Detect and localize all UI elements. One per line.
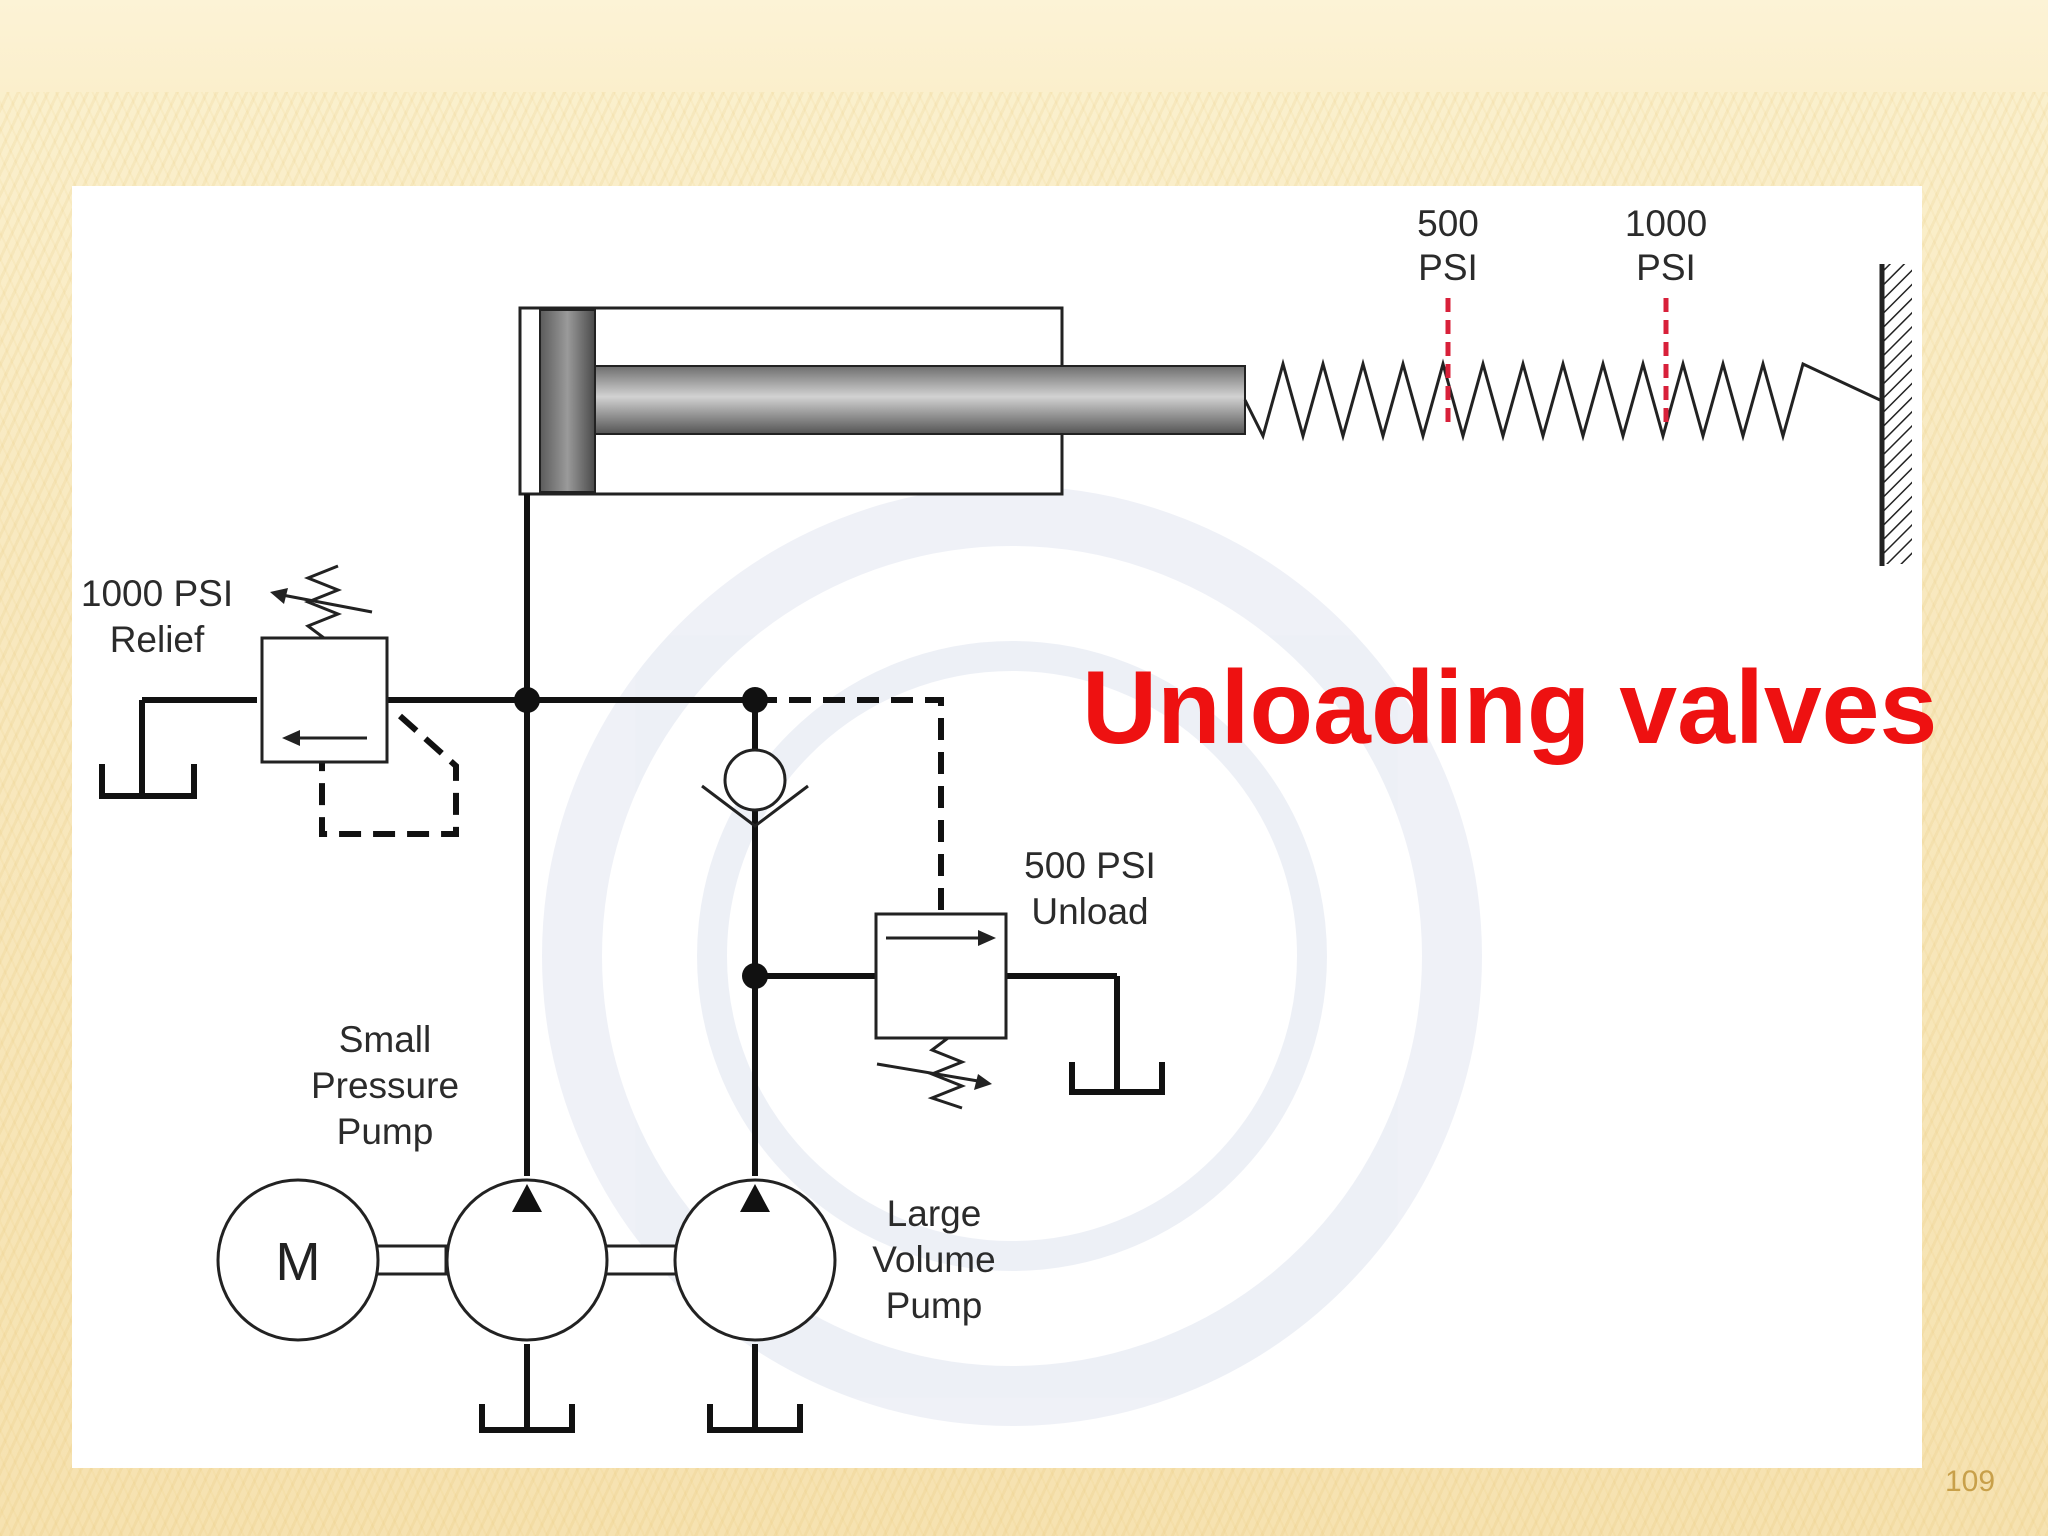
- small-pump-label-line2: Pressure: [311, 1065, 459, 1106]
- slide-top-band: [0, 0, 2048, 92]
- page-number: 109: [1944, 1465, 1996, 1498]
- slide-title: Unloading valves: [1082, 650, 1938, 766]
- spring-mark-500: 500 PSI: [1417, 203, 1479, 426]
- spring-mark-500-line1: 500: [1417, 203, 1479, 244]
- pilot-lines: [319, 697, 944, 913]
- pump-shafts: [372, 1244, 684, 1276]
- small-pump-label-line3: Pump: [337, 1111, 434, 1152]
- spring-mark-1000-line1: 1000: [1625, 203, 1707, 244]
- large-pump-label-line2: Volume: [872, 1239, 995, 1280]
- hydraulic-lines: [139, 494, 1120, 1430]
- motor-label: M: [276, 1232, 321, 1292]
- large-pump-label-line1: Large: [887, 1193, 982, 1234]
- relief-valve: 1000 PSI Relief: [81, 564, 389, 764]
- large-volume-pump: Large Volume Pump: [673, 1178, 996, 1342]
- load-spring: [1243, 358, 1881, 442]
- hydraulic-circuit-diagram: 500 PSI 1000 PSI: [81, 203, 1912, 1433]
- unload-valve: 500 PSI Unload: [874, 845, 1156, 1110]
- relief-valve-label-line2: Relief: [110, 619, 205, 660]
- check-valve: [701, 748, 809, 828]
- watermark-logo: [542, 486, 1482, 1426]
- diagram-panel: 500 PSI 1000 PSI: [72, 186, 1922, 1468]
- relief-valve-label-line1: 1000 PSI: [81, 573, 233, 614]
- spring-mark-500-line2: PSI: [1418, 247, 1478, 288]
- junction-dots: [514, 687, 768, 989]
- small-pump-label-line1: Small: [339, 1019, 432, 1060]
- reservoir-symbols: [99, 764, 1165, 1433]
- unload-valve-label-line1: 500 PSI: [1024, 845, 1156, 886]
- electric-motor: M: [216, 1178, 380, 1342]
- hydraulic-cylinder: [518, 306, 1246, 496]
- fixed-wall: [1879, 264, 1912, 566]
- spring-mark-1000: 1000 PSI: [1625, 203, 1707, 426]
- large-pump-label-line3: Pump: [886, 1285, 983, 1326]
- spring-mark-1000-line2: PSI: [1636, 247, 1696, 288]
- unload-valve-label-line2: Unload: [1031, 891, 1148, 932]
- small-pressure-pump: Small Pressure Pump: [311, 1019, 609, 1342]
